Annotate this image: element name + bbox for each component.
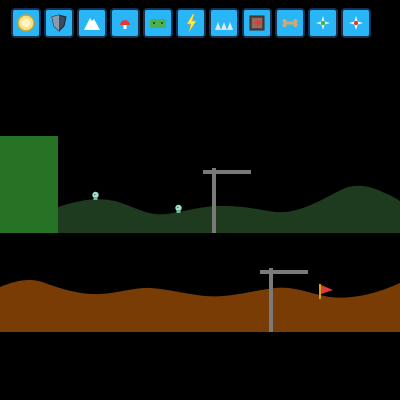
tool-iceberg[interactable] <box>77 8 107 38</box>
tool-slime-block[interactable] <box>143 8 173 38</box>
tool-bone[interactable] <box>275 8 305 38</box>
upper-hills-terrain <box>58 185 400 233</box>
tool-compass[interactable] <box>341 8 371 38</box>
tool-palette <box>11 8 371 38</box>
tool-lightning[interactable] <box>176 8 206 38</box>
exit-door-icon <box>249 15 265 31</box>
lightning-icon <box>186 13 197 33</box>
tool-spikes[interactable] <box>209 8 239 38</box>
ghost-creature <box>92 191 99 200</box>
mushroom-icon <box>120 20 130 29</box>
iceberg-icon <box>84 18 100 30</box>
tool-sparkle[interactable] <box>308 8 338 38</box>
upper-signpost <box>203 168 251 233</box>
slime-block-icon <box>150 19 166 28</box>
tool-exit-door[interactable] <box>242 8 272 38</box>
bone-icon <box>282 19 298 27</box>
lower-signpost <box>260 268 308 332</box>
tool-gold-coin[interactable] <box>11 8 41 38</box>
goal-flag <box>319 284 333 299</box>
tool-mushroom[interactable] <box>110 8 140 38</box>
tool-shield[interactable] <box>44 8 74 38</box>
gold-coin-icon <box>17 14 35 32</box>
shield-icon <box>51 14 67 32</box>
spikes-icon <box>215 22 233 30</box>
ghost-creature <box>175 204 182 213</box>
sparkle-icon <box>316 16 330 30</box>
compass-icon <box>349 16 363 30</box>
green-block-wall <box>0 136 58 233</box>
lower-ground-terrain <box>0 280 400 332</box>
